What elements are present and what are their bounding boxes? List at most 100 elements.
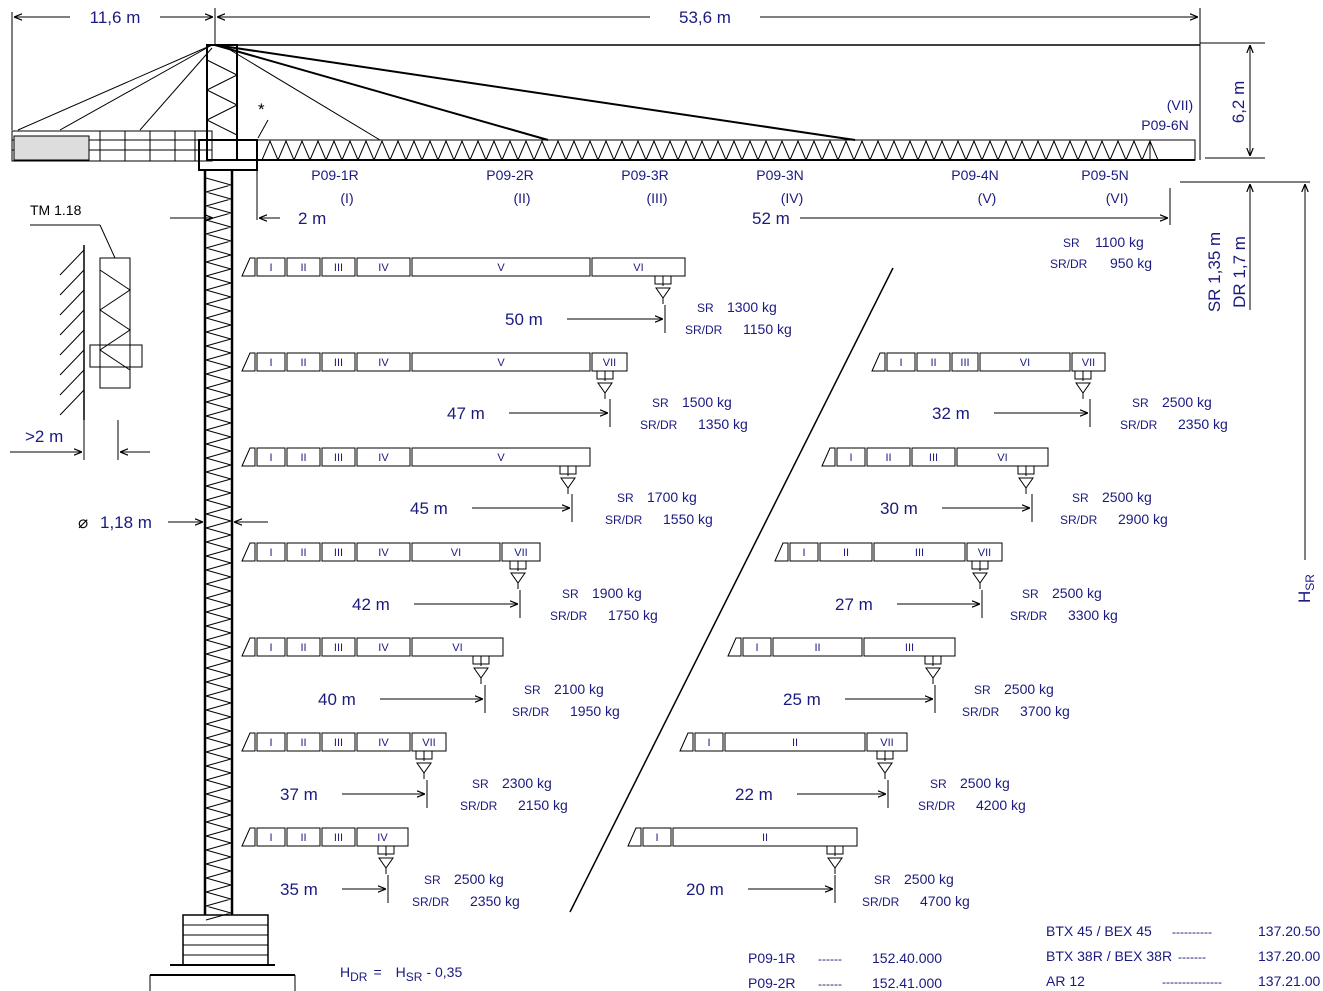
jib-segment <box>411 257 591 277</box>
sr-label: SR <box>1132 396 1149 410</box>
jib-segment <box>256 637 286 657</box>
segment-label: V <box>497 357 505 369</box>
segment-label: II <box>300 262 306 274</box>
tie-clearance: >2 m <box>25 427 63 446</box>
dr-load: 2350 kg <box>470 893 520 909</box>
sr-label: SR <box>930 777 947 791</box>
segment-label: III <box>334 737 343 749</box>
sr-label: SR <box>974 683 991 697</box>
jib-segment <box>724 732 866 752</box>
hook-icon <box>510 572 526 584</box>
jib-segment <box>286 257 321 277</box>
segment-label: I <box>899 357 902 369</box>
jib-length-label: 32 m <box>932 404 970 423</box>
segment-label: II <box>843 547 849 559</box>
hook-reach: 52 m <box>752 209 790 228</box>
jib-segment <box>886 352 916 372</box>
jib-segment <box>642 827 672 847</box>
jib-segment <box>286 352 321 372</box>
hook-height-sr: SR 1,35 m <box>1205 232 1224 312</box>
sr-load: 1300 kg <box>727 299 777 315</box>
segment-label: VI <box>633 262 643 274</box>
dr-load: 4200 kg <box>976 797 1026 813</box>
jib-segment <box>256 257 286 277</box>
sr-label: SR <box>524 683 541 697</box>
peak <box>198 44 1200 171</box>
jib-section-code: P09-2R <box>486 167 533 183</box>
dr-label: SR/DR <box>1060 513 1098 527</box>
jib-segment <box>286 542 321 562</box>
jib-segment <box>256 352 286 372</box>
jib-segment <box>356 257 411 277</box>
segment-label: V <box>497 452 505 464</box>
jib-section-num: (VI) <box>1106 190 1129 206</box>
jib-segment <box>321 352 356 372</box>
dr-load: 1750 kg <box>608 607 658 623</box>
dr-label: SR/DR <box>640 418 678 432</box>
sr-load: 2500 kg <box>960 775 1010 791</box>
segment-label: IV <box>378 452 389 464</box>
jib-segment <box>321 827 356 847</box>
segment-label: II <box>792 737 798 749</box>
dr-label: SR/DR <box>412 895 450 909</box>
segment-label: IV <box>378 357 389 369</box>
hook-icon <box>473 667 489 679</box>
footer-formula: HDR=HSR- 0,35 <box>340 964 462 984</box>
sr-label: SR <box>617 491 634 505</box>
jib-segment <box>979 352 1071 372</box>
svg-text:SR/DR: SR/DR <box>1050 257 1088 271</box>
sr-load: 2300 kg <box>502 775 552 791</box>
tower-offset: 2 m <box>298 209 326 228</box>
jib-section-code: P09-3N <box>756 167 803 183</box>
hook-icon <box>877 762 893 774</box>
segment-label: III <box>960 357 969 369</box>
jib-segment <box>256 827 286 847</box>
jib-segment <box>286 447 321 467</box>
jib-segment <box>256 732 286 752</box>
segment-label: I <box>269 547 272 559</box>
sr-load: 2500 kg <box>1102 489 1152 505</box>
jib-length-label: 47 m <box>447 404 485 423</box>
sr-load: 2500 kg <box>1162 394 1212 410</box>
jib-segment <box>321 257 356 277</box>
dr-load: 1350 kg <box>698 416 748 432</box>
segment-label: VI <box>451 547 461 559</box>
part-code: BTX 38R / BEX 38R <box>1046 948 1172 964</box>
dr-load: 4700 kg <box>920 893 970 909</box>
jib-section-code: P09-1R <box>311 167 358 183</box>
part-code: AR 12 <box>1046 973 1085 989</box>
segment-label: I <box>802 547 805 559</box>
jib-segment <box>321 732 356 752</box>
part-number: 137.20.50 <box>1258 923 1320 939</box>
hook-icon <box>655 287 671 299</box>
jib-segment <box>321 637 356 657</box>
mast-width: 1,18 m <box>100 513 152 532</box>
jib-segment <box>356 542 411 562</box>
segment-label: II <box>762 832 768 844</box>
dr-label: SR/DR <box>1010 609 1048 623</box>
sr-label: SR <box>1072 491 1089 505</box>
part-number: 152.41.000 <box>872 975 942 991</box>
dr-label: SR/DR <box>460 799 498 813</box>
jib-segment <box>256 542 286 562</box>
dr-label: SR/DR <box>918 799 956 813</box>
sr-load: 1700 kg <box>647 489 697 505</box>
jib-segment <box>356 352 411 372</box>
jib-segment <box>951 352 979 372</box>
segment-label: IV <box>377 832 388 844</box>
dr-load: 1550 kg <box>663 511 713 527</box>
dr-load: 1150 kg <box>743 321 792 337</box>
segment-label: VII <box>978 547 991 559</box>
jib-segment <box>591 257 686 277</box>
segment-label: III <box>334 832 343 844</box>
segment-label: III <box>915 547 924 559</box>
part-code: P09-2R <box>748 975 795 991</box>
jib-section-vii-num: (VII) <box>1167 97 1193 113</box>
segment-label: III <box>334 547 343 559</box>
segment-label: III <box>334 262 343 274</box>
dr-load: 3700 kg <box>1020 703 1070 719</box>
segment-label: VI <box>1020 357 1030 369</box>
jib-section-code: P09-4N <box>951 167 998 183</box>
